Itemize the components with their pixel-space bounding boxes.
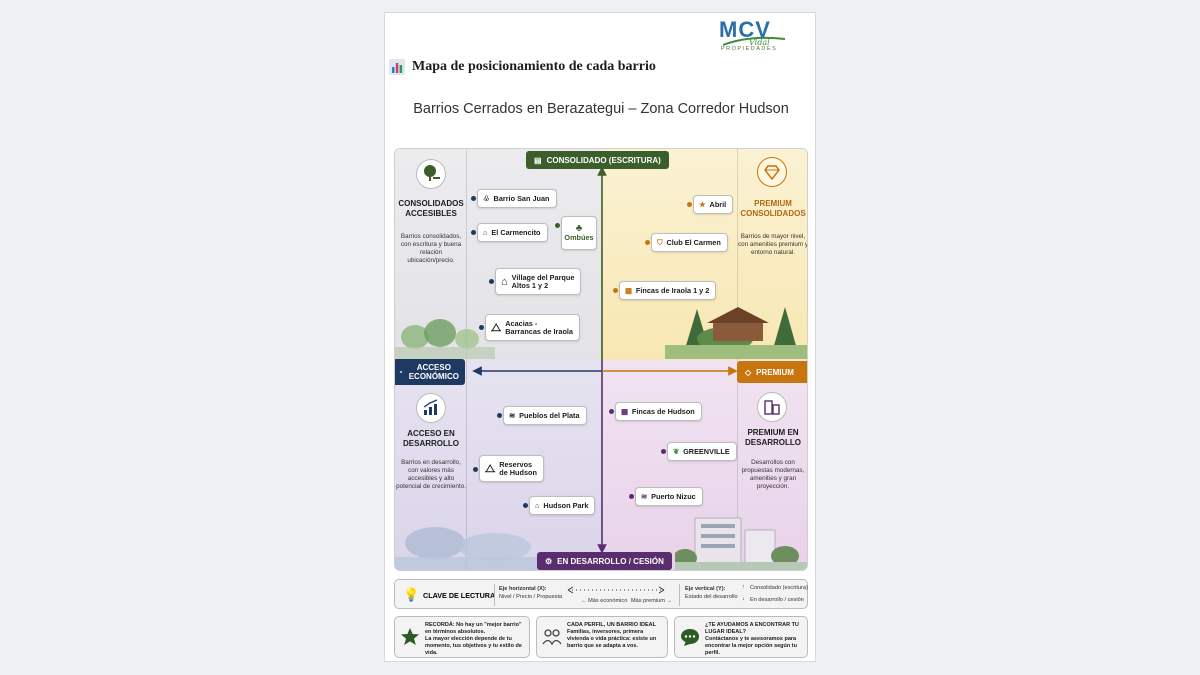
legend-h-title: Eje horizontal (X): [499, 586, 547, 592]
axis-top-label: ▤CONSOLIDADO (ESCRITURA) [526, 151, 669, 169]
tree-outline-icon: ⧍ [485, 462, 496, 475]
quadrant-bl-title: ACCESO EN DESARROLLO [403, 429, 459, 448]
neighborhood-hudson-park[interactable]: ⌂Hudson Park [529, 496, 596, 515]
axis-left-label: ◔ACCESO ECONÓMICO [395, 359, 465, 385]
park-icon: ♧ [483, 193, 490, 203]
trees-scenery [395, 319, 495, 359]
marker-dot [523, 503, 528, 508]
quadrant-tl-title: CONSOLIDADOS ACCESIBLES [398, 199, 464, 218]
house-icon: ⌂ [483, 227, 488, 237]
legend-h-desc: Nivel / Precio / Propuesta [499, 594, 563, 600]
wave-icon: ≋ [641, 491, 648, 501]
bar-chart-icon [389, 59, 405, 75]
legend-h-scale [567, 586, 665, 594]
building-icon: ▦ [621, 406, 628, 416]
marker-dot [609, 409, 614, 414]
legend-h-left: ← Más económico [581, 598, 628, 604]
gear-icon: ⚙ [545, 556, 553, 566]
legend-v-title: Eje vertical (Y): [685, 586, 726, 592]
marker-dot [661, 449, 666, 454]
neighborhood-fincas-de-hudson[interactable]: ▦Fincas de Hudson [615, 402, 702, 421]
marker-dot [497, 413, 502, 418]
leaf-icon: ❦ [673, 446, 680, 456]
legend-title: CLAVE DE LECTURA [423, 591, 496, 600]
shield-icon: ⛉ [657, 237, 663, 247]
buildings-icon [757, 392, 787, 422]
logo-script: Vidal [749, 38, 770, 47]
axes [472, 166, 738, 554]
piggy-bank-icon: ◔ [398, 367, 403, 377]
modern-buildings-scenery [675, 517, 807, 570]
neighborhood-abril[interactable]: ★Abril [693, 195, 734, 214]
marker-dot [489, 279, 494, 284]
marker-dot [555, 223, 560, 228]
right-info-column [737, 149, 807, 570]
tip-remember: RECORDÁ: No hay un "mejor barrio" en tér… [394, 616, 530, 658]
marker-dot [471, 196, 476, 201]
quadrant-br-desc: Desarrollos con propuestas modernas, ame… [741, 459, 805, 490]
quadrant-tr-title: PREMIUM CONSOLIDADOS [740, 199, 806, 218]
positioning-map: ▤CONSOLIDADO (ESCRITURA) ⚙EN DESARROLLO … [394, 148, 808, 571]
reading-key: 💡 CLAVE DE LECTURA Eje horizontal (X): N… [394, 579, 808, 609]
house-icon: ⌂ [535, 500, 540, 510]
legend-v-down: En desarrollo / cesión [750, 597, 804, 603]
lake-scenery [395, 527, 545, 570]
quadrant-tr-desc: Barrios de mayor nivel, con amenities pr… [738, 233, 808, 256]
neighborhood-club-el-carmen[interactable]: ⛉Club El Carmen [651, 233, 728, 252]
quadrant-bl-desc: Barrios en desarrollo, con valores más a… [396, 459, 466, 490]
marker-dot [613, 288, 618, 293]
mcv-logo: MCV Vidal PROPIEDADES [719, 17, 797, 57]
logo-sub: PROPIEDADES [721, 46, 778, 52]
marker-dot [645, 240, 650, 245]
document-icon: ▤ [534, 155, 542, 165]
diamond-icon: ◇ [745, 367, 752, 377]
building-icon: ▦ [625, 285, 632, 295]
neighborhood-greenville[interactable]: ❦GREENVILLE [667, 442, 737, 461]
neighborhood-el-carmencito[interactable]: ⌂El Carmencito [477, 223, 548, 242]
marker-dot [479, 325, 484, 330]
page-subtitle: Barrios Cerrados en Berazategui – Zona C… [413, 101, 789, 117]
neighborhood-acacias[interactable]: ⧍Acacias -Barrancas de Iraola [485, 314, 580, 341]
tree-bench-icon [416, 159, 446, 189]
neighborhood-fincas-de-iraola[interactable]: ▦Fincas de Iraola 1 y 2 [619, 281, 717, 300]
legend-h-right: Más premium → [631, 598, 673, 604]
wave-icon: ≋ [509, 410, 516, 420]
marker-dot [471, 230, 476, 235]
left-info-column [395, 149, 467, 570]
tip-contact[interactable]: ¿TE AYUDAMOS A ENCONTRAR TU LUGAR IDEAL?… [674, 616, 808, 658]
star-icon [401, 628, 419, 645]
neighborhood-puerto-nizuc[interactable]: ≋Puerto Nizuc [635, 487, 703, 506]
axis-right-label: ◇PREMIUM [737, 361, 807, 383]
marker-dot [687, 202, 692, 207]
arrow-up-icon: ↑ [742, 584, 745, 590]
marker-dot [629, 494, 634, 499]
tree-outline-icon: ⧍ [491, 321, 502, 334]
growth-chart-icon [416, 393, 446, 423]
page-title: Mapa de posicionamiento de cada barrio [389, 59, 656, 75]
neighborhood-pueblos-del-plata[interactable]: ≋Pueblos del Plata [503, 406, 587, 425]
quadrant-tl-desc: Barrios consolidados, con escritura y bu… [400, 233, 462, 264]
neighborhood-ombues[interactable]: ♣Ombúes [561, 216, 597, 250]
legend-v-desc: Estado del desarrollo [685, 594, 738, 600]
family-icon [542, 629, 562, 646]
house-icon: ⌂ [501, 275, 508, 288]
marker-dot [473, 467, 478, 472]
lightbulb-icon: 💡 [403, 587, 420, 602]
document-page: MCV Vidal PROPIEDADES Mapa de posicionam… [384, 12, 816, 662]
diamond-laurel-icon [757, 157, 787, 187]
chat-bubble-icon [681, 629, 699, 646]
arrow-down-icon: ↓ [742, 596, 745, 602]
star-icon: ★ [699, 199, 706, 209]
axis-bottom-label: ⚙EN DESARROLLO / CESIÓN [537, 552, 672, 570]
quadrant-br-title: PREMIUM EN DESARROLLO [745, 428, 801, 447]
legend-v-up: Consolidado (escritura) [750, 585, 808, 591]
tree-icon: ♣ [575, 222, 583, 234]
neighborhood-barrio-san-juan[interactable]: ♧Barrio San Juan [477, 189, 557, 208]
clubhouse-scenery [665, 307, 807, 359]
